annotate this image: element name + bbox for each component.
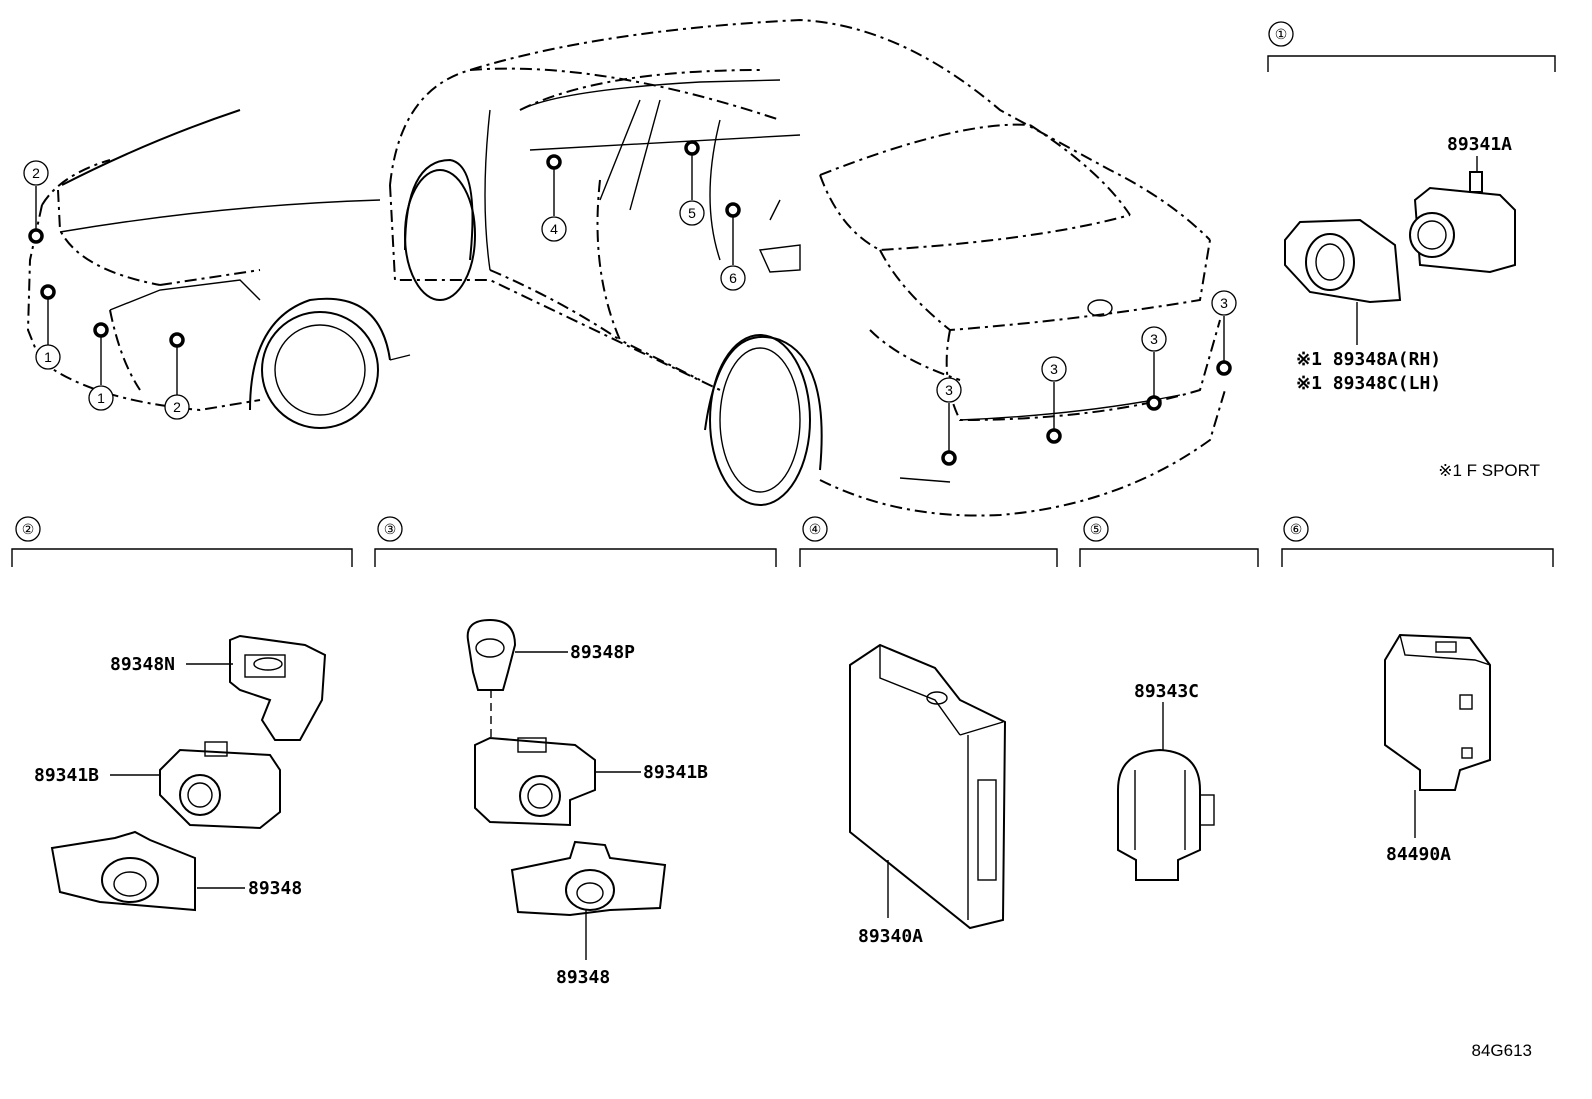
section-3: ③ 89348P 89341B 89348 [374,516,777,988]
mount-89348-sec2-drawing [50,830,196,912]
part-label-89348-sec3: 89348 [556,967,610,988]
buzzer-89343C-drawing [1117,748,1215,881]
part-label-89341B-sec2: 89341B [34,765,99,786]
bracket-89348N-drawing [229,634,327,741]
interior-callout-5: 5 [679,200,705,226]
svg-text:6: 6 [729,270,737,286]
cap-89348P-drawing [466,618,517,740]
svg-text:1: 1 [97,390,105,406]
svg-text:2: 2 [173,399,181,415]
svg-text:3: 3 [1150,331,1158,347]
front-callout-2-bottom: 2 [164,394,190,420]
ecu-89340A-drawing [849,643,1007,930]
diagram-code: 84G613 [1472,1041,1533,1060]
part-label-89341B-sec3: 89341B [643,762,708,783]
rear-callout-3-c: 3 [1141,326,1167,352]
svg-text:1: 1 [44,349,52,365]
section-4: ④ 89340A [799,516,1058,947]
sensor-89341B-drawing [159,741,281,830]
rear-callout-3-b: 3 [1041,356,1067,382]
part-label-89348P: 89348P [570,642,635,663]
svg-text:2: 2 [32,165,40,181]
svg-text:3: 3 [1050,361,1058,377]
mount-89348-sec3-drawing [510,840,667,917]
section-6-number: ⑥ [1290,521,1303,537]
part-label-89343C: 89343C [1134,681,1199,702]
svg-text:5: 5 [688,205,696,221]
part-label-89348N: 89348N [110,654,175,675]
interior-callout-4: 4 [541,216,567,242]
section-5: ⑤ 89343C [1079,516,1259,881]
front-callout-2-top: 2 [23,160,49,186]
section-2: ② 89348N 89341B 89348 [11,516,353,912]
section-4-number: ④ [809,521,822,537]
part-label-89348A: ※1 89348A(RH) [1296,349,1441,370]
part-label-84490A: 84490A [1386,844,1451,865]
section-2-number: ② [22,521,35,537]
section-5-number: ⑤ [1090,521,1103,537]
sensor-89348A-drawing [1284,218,1402,345]
front-car-view [26,109,411,429]
front-callout-1-center: 1 [88,385,114,411]
rear-callout-3-d: 3 [1211,290,1237,316]
part-label-89348-sec2: 89348 [248,878,302,899]
part-label-89348C: ※1 89348C(LH) [1296,373,1441,394]
section-3-number: ③ [384,521,397,537]
section-1-number: ① [1275,26,1288,42]
switch-84490A-drawing [1384,633,1491,791]
part-label-89340A: 89340A [858,926,923,947]
rear-car-view [389,18,1232,517]
svg-text:3: 3 [945,382,953,398]
svg-text:4: 4 [550,221,558,237]
part-label-89341A: 89341A [1447,134,1512,155]
section-1: ① 89341A ※1 89348A(RH) ※1 89348C(LH) [1267,21,1556,394]
section-6: ⑥ 84490A [1281,516,1554,865]
sensor-89341A-drawing [1409,156,1516,274]
sensor-89341B-sec3-drawing [474,736,596,827]
interior-callout-6: 6 [720,265,746,291]
f-sport-note: ※1 F SPORT [1438,461,1540,480]
front-callout-1-left: 1 [35,344,61,370]
rear-callout-3-a: 3 [936,377,962,403]
svg-text:3: 3 [1220,295,1228,311]
